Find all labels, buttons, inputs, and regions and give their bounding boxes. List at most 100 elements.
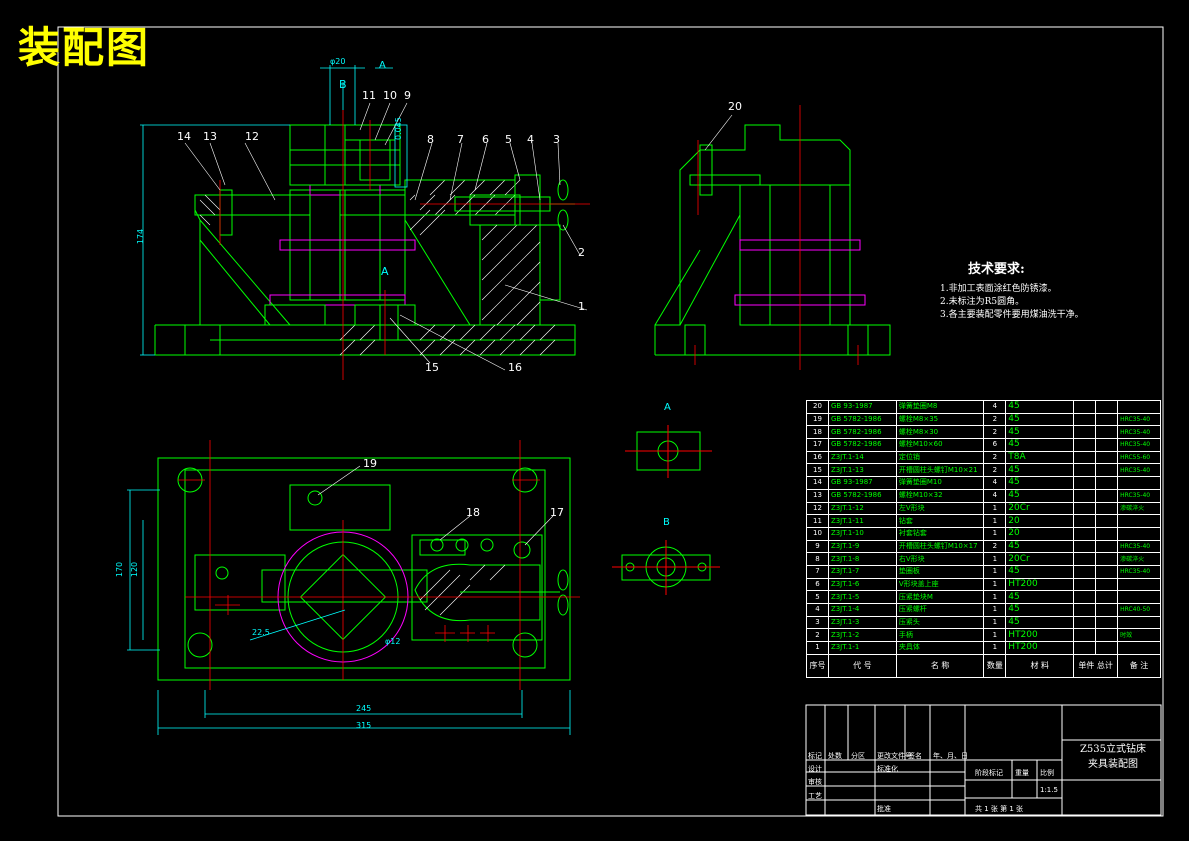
bom-cell-name: 手柄	[895, 628, 985, 643]
bom-cell-weight	[1073, 476, 1097, 490]
bom-cell-name: 螺栓M10×32	[895, 488, 985, 503]
bom-cell-weight	[1073, 577, 1097, 592]
bom-cell-name: 开槽圆柱头螺钉M10×17	[895, 539, 985, 554]
section-a-label: A	[379, 60, 386, 71]
bom-header-no: 序号	[806, 653, 829, 678]
bom-cell-weight	[1095, 514, 1119, 528]
tb-count: 处数	[828, 752, 842, 760]
bom-cell-weight	[1073, 539, 1097, 554]
dim-120: 120	[130, 561, 140, 578]
drawing-title: Z535立式钻床 夹具装配图	[1068, 742, 1158, 772]
bom-cell-note: HRC35-40	[1117, 488, 1161, 503]
bom-cell-note	[1117, 400, 1161, 414]
bom-cell-code: Z3JT.1-14	[827, 450, 897, 465]
bom-cell-mat: 45	[1005, 590, 1075, 604]
tb-mark: 标记	[808, 752, 822, 760]
dim-170: 170	[115, 561, 125, 578]
bom-cell-code: GB 5782-1986	[827, 488, 897, 503]
tb-design: 设计	[808, 765, 822, 773]
view-b	[612, 540, 720, 595]
top-view	[127, 440, 580, 735]
bom-cell-no: 15	[806, 463, 829, 478]
bom-cell-qty: 1	[983, 526, 1007, 541]
tb-check: 审核	[808, 778, 822, 786]
bom-cell-weight	[1073, 501, 1097, 516]
bom-cell-note	[1117, 615, 1161, 630]
bom-cell-code: Z3JT.1-1	[827, 641, 897, 655]
part-label-3: 3	[553, 133, 560, 146]
tb-doc: 更改文件号	[877, 752, 912, 760]
bom-cell-name: 弹簧垫圈M10	[895, 476, 985, 490]
bom-cell-qty: 2	[983, 539, 1007, 554]
sheet-border	[57, 26, 1164, 817]
bom-cell-no: 18	[806, 425, 829, 440]
bom-cell-weight	[1073, 526, 1097, 541]
bom-cell-qty: 1	[983, 552, 1007, 566]
bom-cell-name: 压紧头	[895, 615, 985, 630]
bom-cell-note	[1117, 514, 1161, 528]
part-label-4: 4	[527, 133, 534, 146]
bom-cell-note: 时效	[1117, 628, 1161, 643]
dim-tolerance: 0.045	[394, 117, 403, 140]
bom-cell-name: 钻套	[895, 514, 985, 528]
part-label-17: 17	[550, 506, 564, 519]
bom-cell-code: GB 93-1987	[827, 400, 897, 414]
bom-cell-qty: 2	[983, 425, 1007, 440]
bom-cell-mat: 20Cr	[1005, 501, 1075, 516]
bom-cell-mat: 45	[1005, 412, 1075, 427]
bom-cell-no: 9	[806, 539, 829, 554]
bom-cell-note	[1117, 476, 1161, 490]
bom-cell-name: 弹簧垫圈M8	[895, 400, 985, 414]
bom-header-name: 名 称	[895, 653, 985, 678]
bom-cell-weight	[1073, 425, 1097, 440]
bom-cell-note: HRC35-40	[1117, 438, 1161, 452]
bom-cell-code: Z3JT.1-10	[827, 526, 897, 541]
bom-cell-weight	[1095, 539, 1119, 554]
part-label-8: 8	[427, 133, 434, 146]
view-a	[625, 425, 712, 478]
bom-cell-code: Z3JT.1-9	[827, 539, 897, 554]
bom-cell-code: Z3JT.1-2	[827, 628, 897, 643]
bom-cell-weight	[1095, 641, 1119, 655]
dim-phi12: φ12	[385, 637, 401, 646]
dim-phi20: φ20	[330, 57, 346, 66]
bom-cell-name: 定位销	[895, 450, 985, 465]
tech-item-2: 2.未标注为R5圆角。	[940, 297, 1025, 307]
bom-cell-mat: HT200	[1005, 641, 1075, 655]
bom-cell-mat: 45	[1005, 476, 1075, 490]
bom-cell-code: GB 5782-1986	[827, 438, 897, 452]
bom-cell-mat: 45	[1005, 488, 1075, 503]
bom-cell-mat: 45	[1005, 400, 1075, 414]
bom-header-code: 代 号	[827, 653, 897, 678]
bom-header-row: 序号代 号名 称数量材 料单件 总计备 注	[806, 653, 1161, 678]
bom-cell-mat: 45	[1005, 539, 1075, 554]
arrow-a-label: A	[381, 265, 389, 278]
bom-cell-no: 3	[806, 615, 829, 630]
bom-cell-name: 夹具体	[895, 641, 985, 655]
tech-item-1: 1.非加工表面涂红色防锈漆。	[940, 284, 1057, 294]
bom-cell-weight	[1073, 412, 1097, 427]
bom-cell-name: 开槽圆柱头螺钉M10×21	[895, 463, 985, 478]
bom-cell-code: GB 5782-1986	[827, 425, 897, 440]
side-view	[654, 105, 891, 370]
part-label-12: 12	[245, 130, 259, 143]
drawing-title-line1: Z535立式钻床	[1079, 744, 1147, 755]
bom-cell-qty: 2	[983, 463, 1007, 478]
bom-cell-code: Z3JT.1-13	[827, 463, 897, 478]
bom-cell-weight	[1095, 488, 1119, 503]
bom-cell-weight	[1073, 488, 1097, 503]
bom-cell-note	[1117, 590, 1161, 604]
